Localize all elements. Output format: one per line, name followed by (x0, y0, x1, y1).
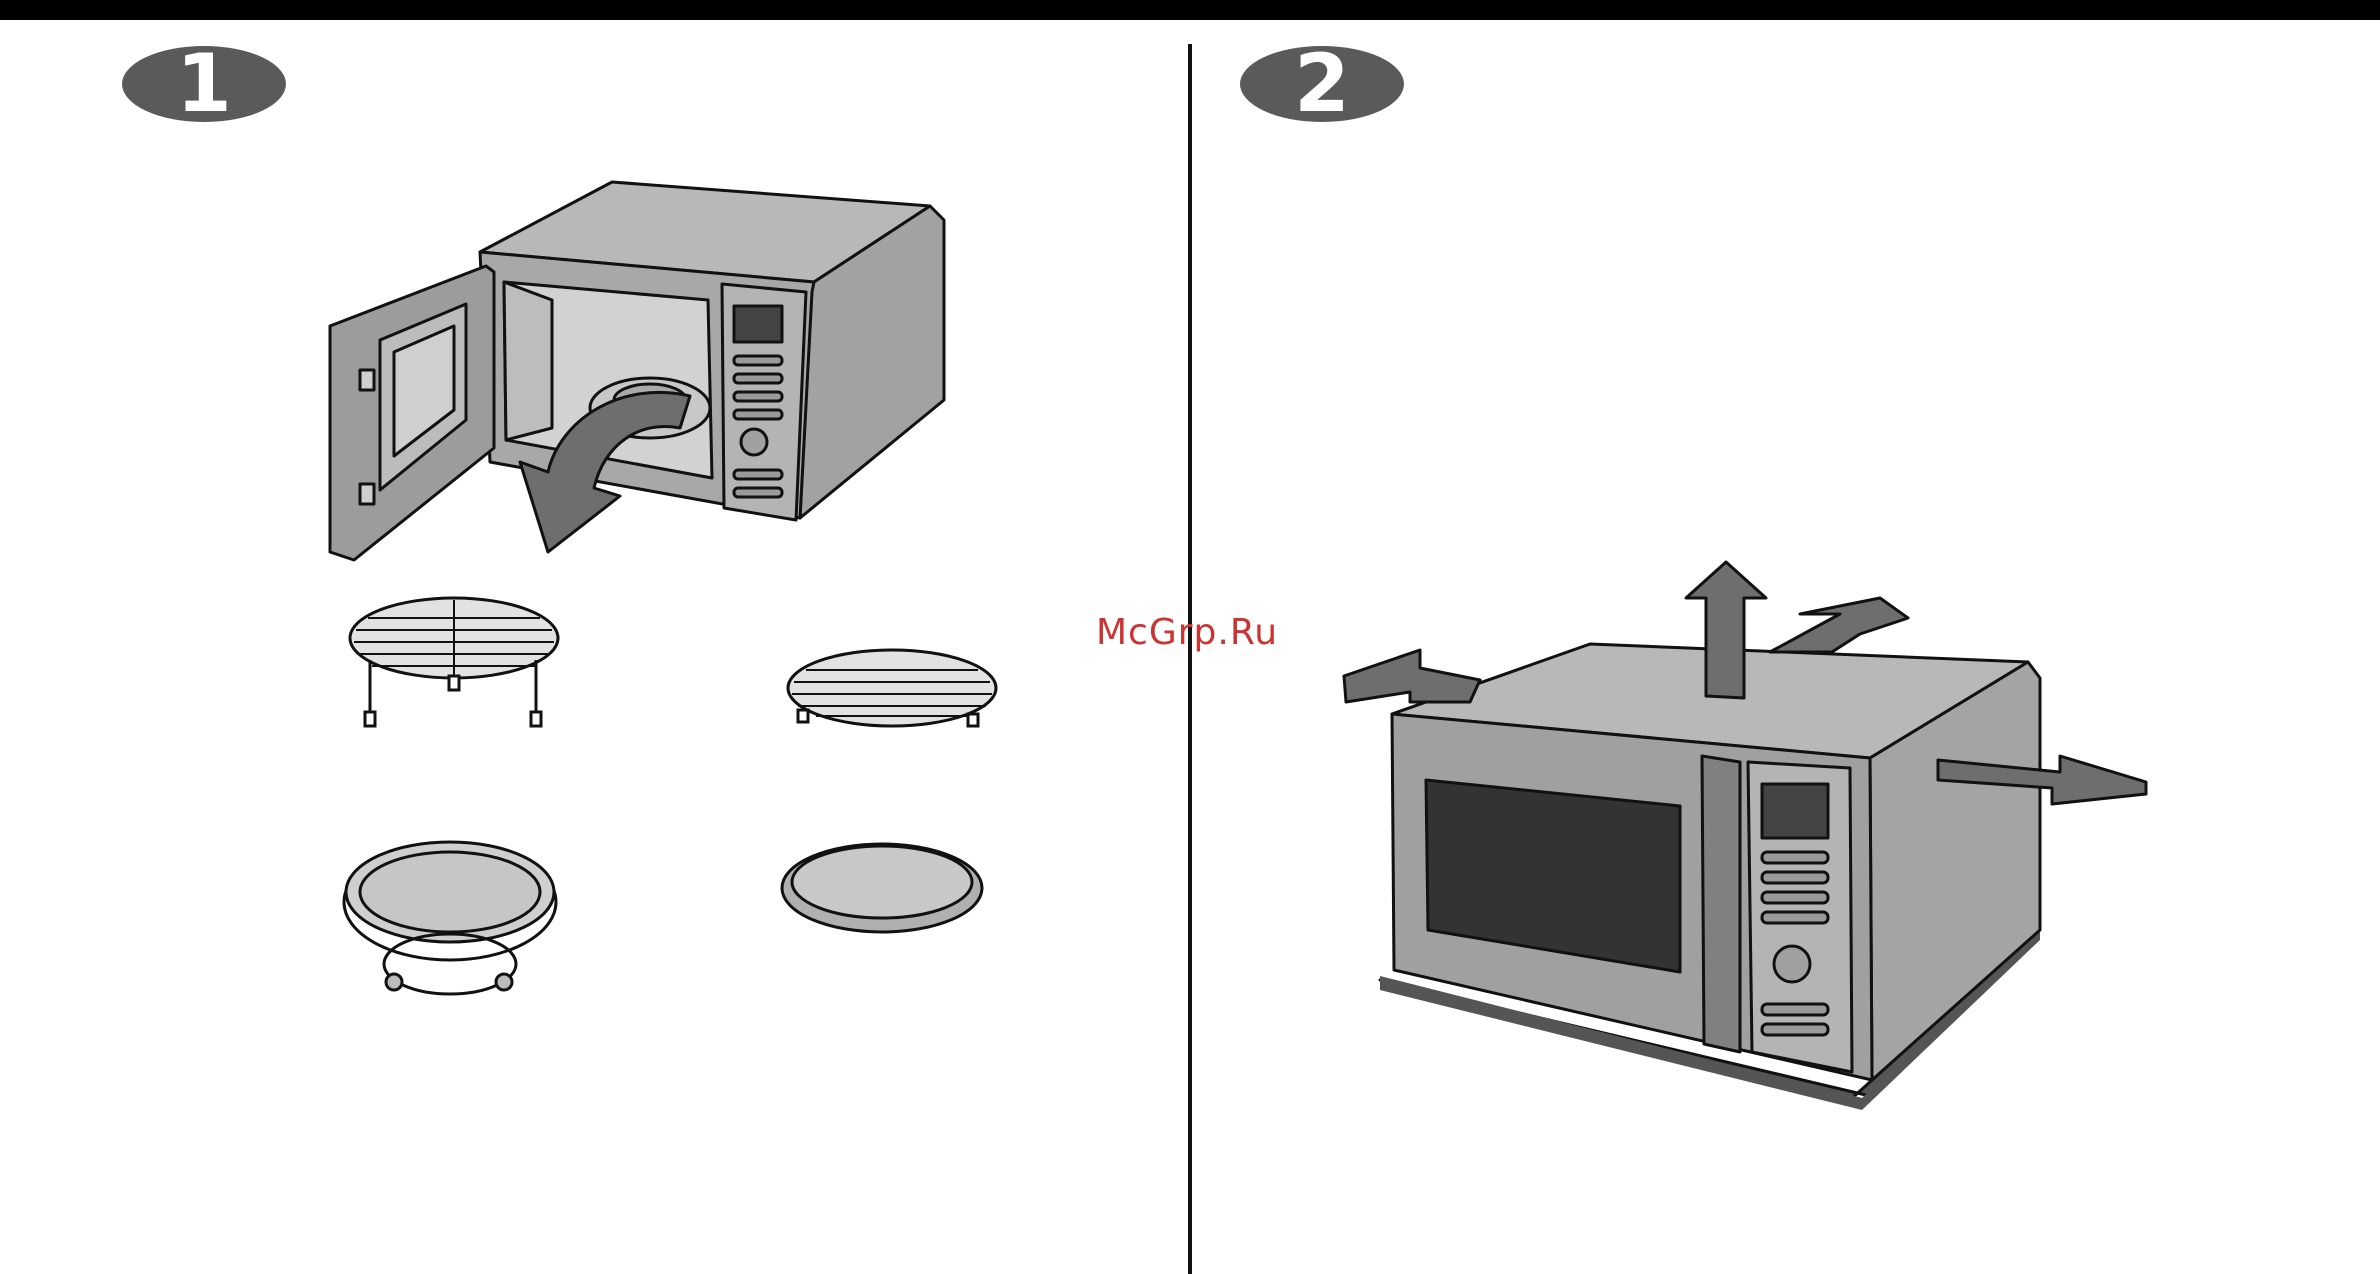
arrow-left-icon (1344, 650, 1480, 702)
crisp-pan-illustration (782, 844, 982, 932)
step-1-badge: 1 (122, 37, 286, 130)
step-2-badge: 2 (1240, 37, 1404, 130)
arrow-back-icon (1770, 598, 1908, 652)
microwave-closed-illustration (1380, 644, 2040, 1110)
step-1-number: 1 (176, 37, 232, 130)
turntable-illustration (344, 842, 556, 994)
step-2-number: 2 (1294, 37, 1350, 130)
low-rack-illustration (788, 650, 996, 726)
watermark: McGrp.Ru (1096, 612, 1278, 653)
high-rack-illustration (350, 598, 558, 726)
microwave-open-illustration (330, 182, 944, 560)
